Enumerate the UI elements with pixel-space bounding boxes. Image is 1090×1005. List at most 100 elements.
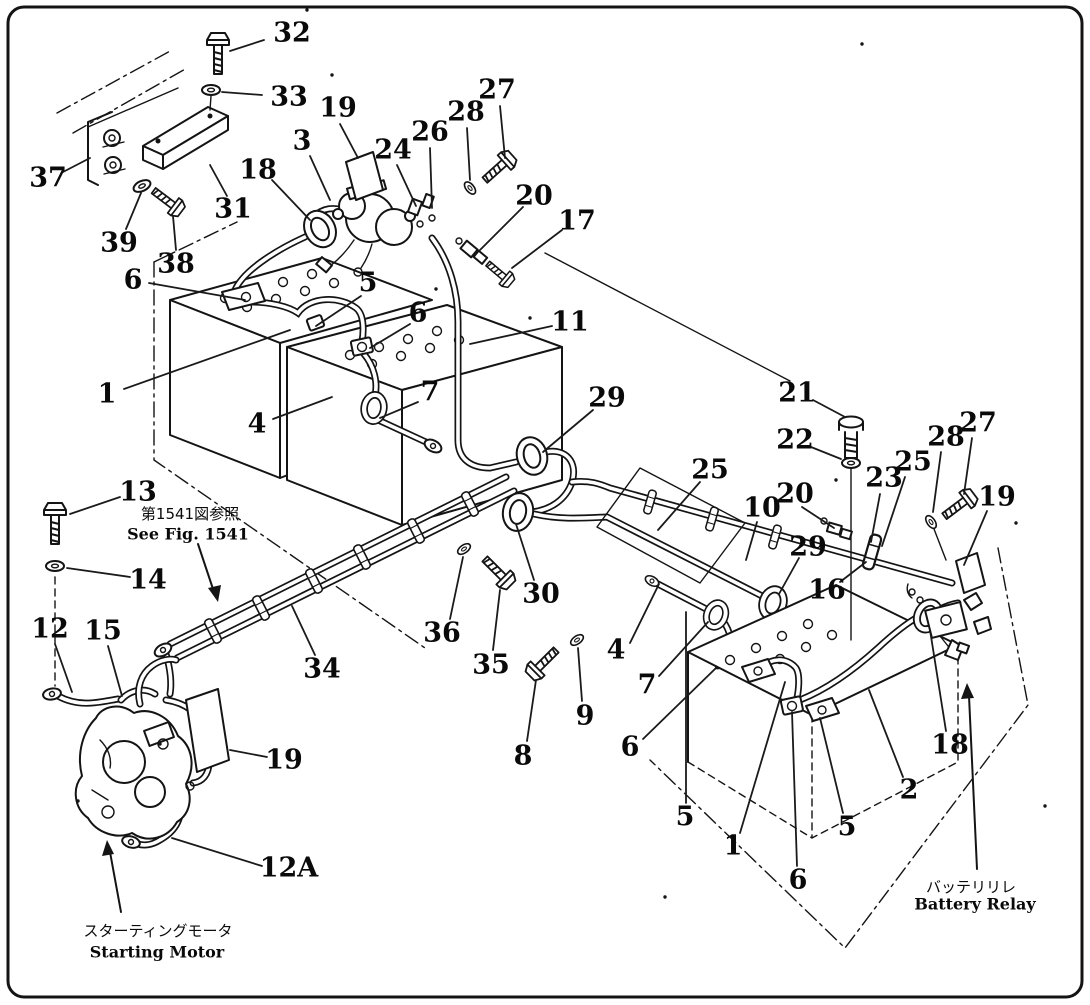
callout-label-37: 37 bbox=[29, 163, 67, 194]
bolt-27 bbox=[937, 485, 981, 526]
leader-line-18 bbox=[271, 179, 311, 221]
compartment-boundaries bbox=[56, 49, 1029, 949]
leader-line-20 bbox=[801, 506, 835, 529]
clamp-5 bbox=[805, 697, 840, 722]
leader-line-11 bbox=[469, 325, 553, 345]
leader-line-26 bbox=[429, 147, 433, 209]
marker-plate-19 bbox=[955, 552, 986, 594]
leader-line-31 bbox=[209, 164, 228, 197]
callout-label-30: 30 bbox=[522, 579, 560, 610]
leader-line-20 bbox=[479, 206, 524, 251]
callout-label-15: 15 bbox=[84, 616, 122, 647]
callout-label-28: 28 bbox=[447, 97, 485, 128]
callout-label-32: 32 bbox=[273, 18, 311, 49]
callout-label-6: 6 bbox=[789, 865, 808, 896]
callout-label-19: 19 bbox=[265, 745, 303, 776]
plug-20 bbox=[459, 239, 479, 259]
bolt-17 bbox=[481, 256, 518, 291]
callout-label-12A: 12A bbox=[260, 853, 320, 884]
callout-label-38: 38 bbox=[157, 249, 195, 280]
callout-label-6: 6 bbox=[621, 732, 640, 763]
callout-label-22: 22 bbox=[776, 425, 814, 456]
mount-bracket-assembly bbox=[87, 32, 230, 220]
leader-line-12A bbox=[171, 837, 263, 867]
callout-label-35: 35 bbox=[472, 650, 510, 681]
leader-line-23 bbox=[870, 493, 881, 543]
battery-right-group bbox=[687, 584, 962, 839]
callout-label-19: 19 bbox=[978, 482, 1016, 513]
leader-line-8 bbox=[526, 679, 537, 742]
callout-label-13: 13 bbox=[119, 477, 157, 508]
fig-reference-en: See Fig. 1541 bbox=[127, 525, 249, 544]
starting-motor-arrow bbox=[109, 851, 122, 913]
bolt-27 bbox=[477, 147, 520, 189]
callout-label-33: 33 bbox=[270, 82, 308, 113]
leader-line-17 bbox=[511, 229, 563, 269]
callout-label-12: 12 bbox=[31, 614, 69, 645]
clamp-5 bbox=[741, 658, 776, 683]
callout-label-3: 3 bbox=[293, 126, 312, 157]
starting-motor-label-jp: スターティングモータ bbox=[83, 922, 232, 940]
leader-line-38 bbox=[172, 215, 177, 251]
harness-fittings bbox=[151, 204, 924, 670]
leader-line-2 bbox=[868, 689, 904, 778]
leader-line-1 bbox=[739, 681, 786, 834]
callout-label-26: 26 bbox=[411, 117, 449, 148]
leader-line-3 bbox=[309, 155, 331, 201]
washer-28 bbox=[461, 179, 479, 197]
callout-label-20: 20 bbox=[515, 181, 553, 212]
leader-line-12 bbox=[54, 643, 73, 693]
leader-line-27 bbox=[963, 437, 973, 495]
washer-22 bbox=[841, 457, 861, 469]
leader-line-39 bbox=[125, 192, 142, 230]
bolt-38 bbox=[147, 182, 188, 220]
marker-plate-19 bbox=[345, 151, 384, 201]
page-border bbox=[6, 5, 1084, 999]
callout-label-6: 6 bbox=[124, 265, 143, 296]
bolt-21 bbox=[838, 415, 864, 459]
washer-9 bbox=[568, 631, 586, 649]
leader-line-1 bbox=[123, 329, 291, 390]
clamp-plate-6 bbox=[221, 282, 266, 311]
callout-label-5: 5 bbox=[359, 268, 378, 299]
leader-line-16 bbox=[839, 561, 867, 583]
clamp-5 bbox=[305, 314, 326, 332]
callout-label-27: 27 bbox=[478, 75, 516, 106]
callout-label-19: 19 bbox=[319, 93, 357, 124]
fig-ref-arrow bbox=[197, 543, 215, 593]
leader-line-14 bbox=[66, 567, 131, 578]
leader-line-19 bbox=[229, 749, 268, 758]
leader-line-5 bbox=[819, 717, 844, 814]
callout-label-18: 18 bbox=[239, 155, 277, 186]
leader-line-32 bbox=[229, 39, 265, 52]
callout-label-34: 34 bbox=[303, 654, 341, 685]
leader-line-7 bbox=[379, 401, 419, 419]
fasteners bbox=[43, 147, 981, 687]
washer-36 bbox=[455, 540, 473, 558]
battery-relay-arrow bbox=[968, 695, 978, 870]
leader-line-6 bbox=[642, 667, 717, 740]
callout-label-39: 39 bbox=[100, 228, 138, 259]
leader-line-28 bbox=[466, 127, 471, 181]
callout-label-4: 4 bbox=[248, 409, 267, 440]
callout-label-1: 1 bbox=[98, 379, 117, 410]
leader-line-29 bbox=[542, 409, 594, 453]
leader-line-36 bbox=[449, 556, 464, 620]
callout-label-14: 14 bbox=[129, 565, 167, 596]
leader-line-5 bbox=[315, 295, 362, 327]
callout-label-7: 7 bbox=[421, 377, 440, 408]
callout-label-25: 25 bbox=[894, 447, 932, 478]
bolt-13 bbox=[43, 502, 67, 545]
marker-plates bbox=[185, 151, 986, 773]
leader-line-21 bbox=[812, 399, 846, 418]
terminal-6 bbox=[349, 336, 375, 357]
callout-label-36: 36 bbox=[423, 618, 461, 649]
battery-relay-drawing bbox=[924, 528, 992, 661]
battery-relay-label-jp: バッテリリレ bbox=[926, 878, 1016, 896]
leader-line-6 bbox=[148, 282, 246, 301]
callout-label-18: 18 bbox=[931, 730, 969, 761]
leader-line-27 bbox=[499, 105, 506, 159]
callout-label-5: 5 bbox=[838, 812, 857, 843]
